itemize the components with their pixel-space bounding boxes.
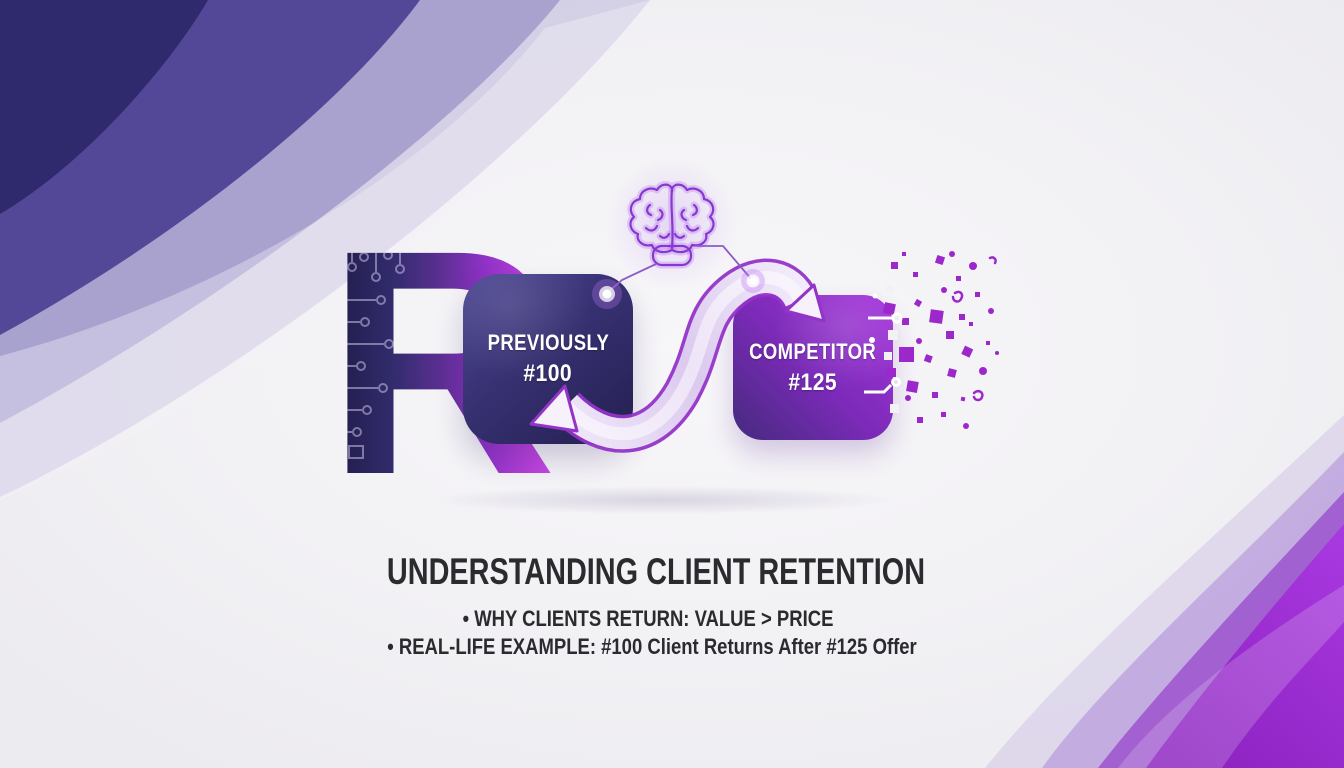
card-previous-title: PREVIOUSLY xyxy=(487,330,609,355)
pixel-dissolve-particles xyxy=(864,251,999,429)
connector-glow-dots xyxy=(592,245,765,309)
card-competitor-price-value: #125 xyxy=(788,368,838,396)
glow-dot-right xyxy=(749,277,757,285)
circuit-board-pattern xyxy=(345,240,405,459)
s-curve-double-arrow-icon xyxy=(529,258,826,453)
bullet-point-1: • WHY CLIENTS RETURN: VALUE > PRICE xyxy=(462,606,834,631)
brain-icon xyxy=(631,185,714,265)
corner-shape-top-left xyxy=(0,0,650,500)
card-previous-price-value: #100 xyxy=(523,360,573,387)
glow-dot-left xyxy=(602,289,612,299)
dissolve-notches xyxy=(884,285,899,413)
arrowhead-right xyxy=(784,283,826,323)
connector-line-left xyxy=(607,263,657,293)
corner-shape-bottom-right xyxy=(985,415,1344,768)
white-circuit-traces xyxy=(864,312,903,394)
card-competitor-title: COMPETITOR xyxy=(749,338,877,364)
graphic-shadow xyxy=(428,486,892,514)
bullet-point-2: • REAL-LIFE EXAMPLE: #100 Client Returns… xyxy=(387,634,917,659)
connector-line-right xyxy=(697,245,753,281)
arrowhead-left xyxy=(529,384,579,433)
page-title: UNDERSTANDING CLIENT RETENTION xyxy=(386,551,926,592)
